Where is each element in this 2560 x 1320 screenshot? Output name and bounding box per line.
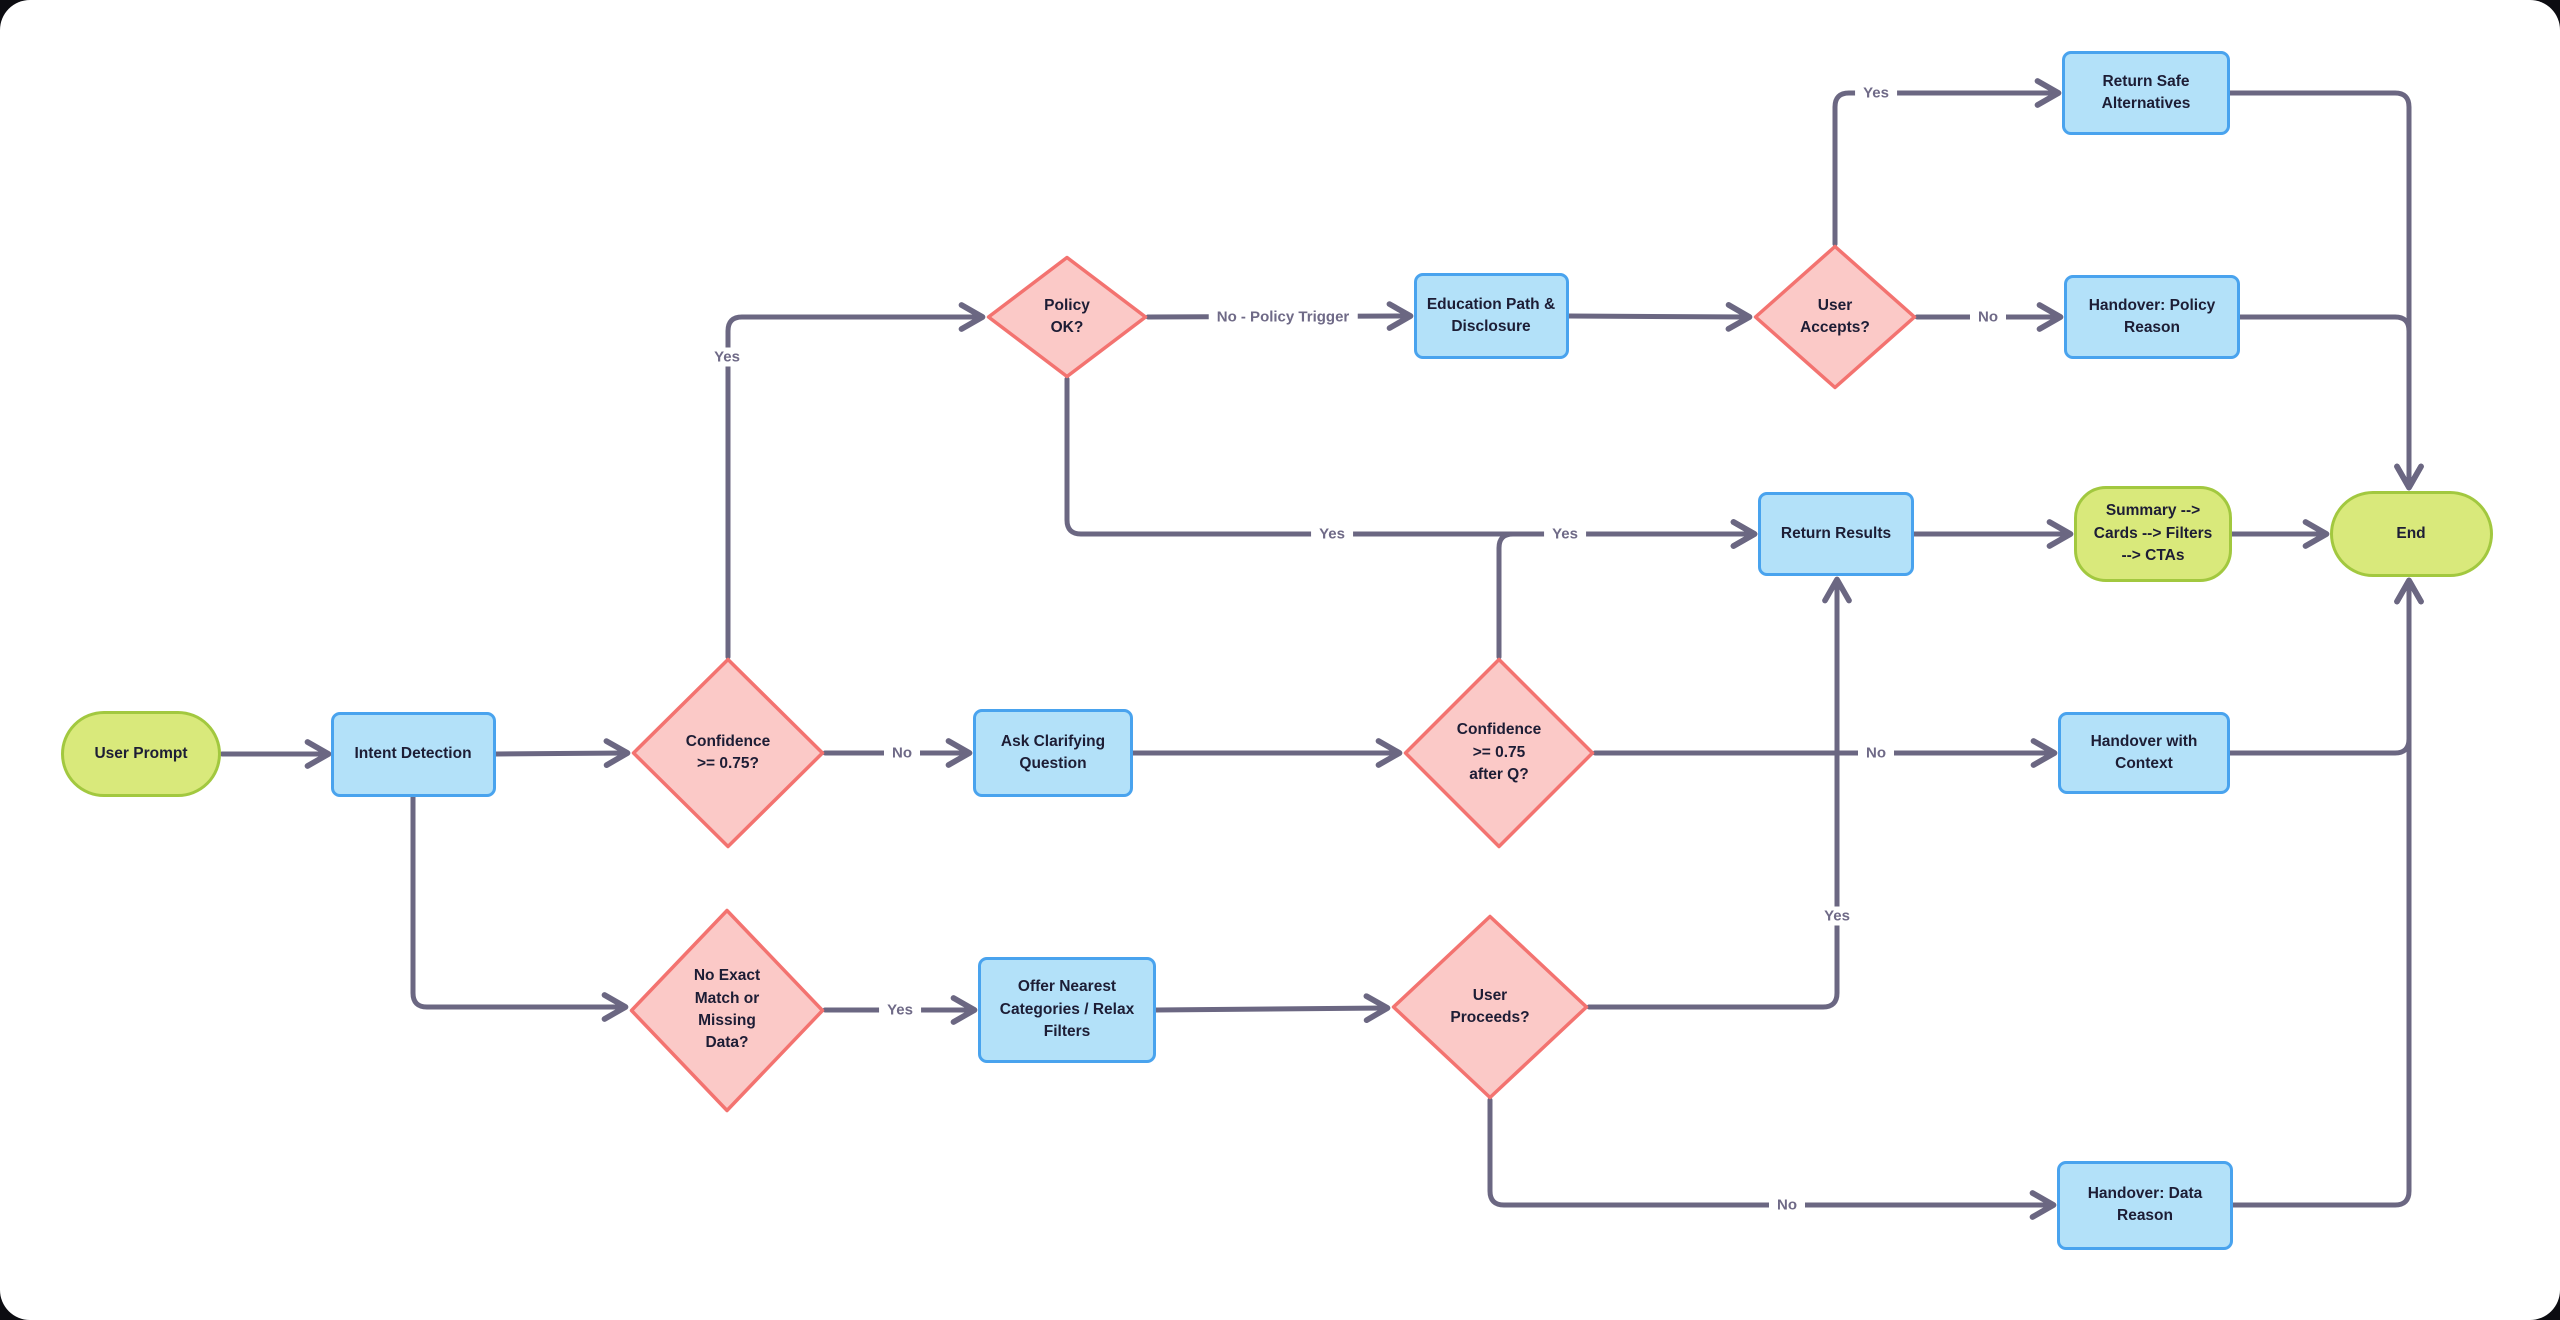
education-path-disclosure-node[interactable]: Education Path & Disclosure [1413, 273, 1569, 359]
education-path-disclosure-label: Education Path & Disclosure [1426, 295, 1556, 335]
edge-label-user-proceeds-no-to-handover-data: No [1769, 1195, 1805, 1215]
handover-with-context-node[interactable]: Handover with Context [2058, 712, 2230, 794]
edge-label-confidence-no-to-ask-clarifying: No [884, 743, 920, 763]
intent-detection-node[interactable]: Intent Detection [330, 711, 496, 797]
connector-intent-detection-to-no-exact-match [410, 794, 629, 1022]
connector-handover-context-to-end [2227, 577, 2424, 756]
intent-detection-label: Intent Detection [354, 744, 472, 762]
edge-label-user-accepts-no-to-handover-policy: No [1970, 307, 2006, 327]
confidence-075-after-q-node[interactable]: Confidence >= 0.75 after Q? [1403, 657, 1595, 849]
diamond-shape [631, 657, 825, 849]
edge-label-user-accepts-yes-to-return-safe: Yes [1855, 83, 1897, 103]
edge-label-confidence-after-q-yes-to-return-results: Yes [1544, 524, 1586, 544]
connector-return-safe-to-end [2227, 90, 2424, 491]
connector-policy-ok-yes-to-return-results [1064, 376, 1758, 549]
edge-label-confidence-after-q-no-to-handover-context: No [1858, 743, 1894, 763]
diamond-shape [1753, 244, 1917, 390]
connector-intent-detection-to-confidence [493, 738, 631, 768]
handover-with-context-label: Handover with Context [2090, 732, 2198, 772]
return-safe-alternatives-label: Return Safe Alternatives [2101, 72, 2191, 112]
user-proceeds-label: User Proceeds? [1450, 986, 1530, 1026]
user-accepts-node[interactable]: User Accepts? [1753, 244, 1917, 390]
return-results-label: Return Results [1780, 524, 1892, 542]
end-label: End [2396, 524, 2426, 542]
policy-ok-node[interactable]: Policy OK? [986, 255, 1148, 379]
user-prompt-label: User Prompt [94, 744, 188, 762]
connector-user-accepts-yes-to-return-safe [1832, 78, 2062, 247]
diamond-shape [629, 908, 825, 1112]
confidence-075-after-q-label: Confidence >= 0.75 after Q? [1456, 721, 1542, 784]
offer-nearest-categories-node[interactable]: Offer Nearest Categories / Relax Filters [978, 957, 1156, 1063]
handover-data-reason-label: Handover: Data Reason [2087, 1184, 2203, 1224]
handover-policy-reason-label: Handover: Policy Reason [2088, 296, 2216, 336]
confidence-075-node[interactable]: Confidence >= 0.75? [631, 657, 825, 849]
edge-label-user-proceeds-yes-to-return-results: Yes [1816, 906, 1858, 926]
edge-label-policy-ok-yes-to-return-results: Yes [1311, 524, 1353, 544]
handover-policy-reason-node[interactable]: Handover: Policy Reason [2064, 275, 2240, 359]
no-exact-match-label: No Exact Match or Missing Data? [693, 967, 761, 1052]
policy-ok-label: Policy OK? [1044, 296, 1090, 336]
edge-label-confidence-yes-to-policy-ok: Yes [706, 347, 748, 367]
ask-clarifying-question-node[interactable]: Ask Clarifying Question [973, 709, 1133, 797]
edge-label-policy-ok-no-to-education-path: No - Policy Trigger [1208, 307, 1358, 327]
handover-data-reason-node[interactable]: Handover: Data Reason [2057, 1160, 2233, 1250]
offer-nearest-categories-label: Offer Nearest Categories / Relax Filters [999, 978, 1135, 1041]
no-exact-match-node[interactable]: No Exact Match or Missing Data? [629, 908, 825, 1113]
connector-confidence-after-q-yes-to-return-results [1496, 519, 1758, 660]
edge-label-no-exact-yes-to-offer-nearest: Yes [879, 1000, 921, 1020]
connector-user-proceeds-no-to-handover-data [1487, 1097, 2057, 1220]
connector-confidence-yes-to-policy-ok [725, 302, 986, 660]
return-safe-alternatives-node[interactable]: Return Safe Alternatives [2062, 51, 2230, 135]
diamond-shape [986, 255, 1148, 379]
diamond-shape [1391, 914, 1589, 1100]
connector-handover-data-to-end [2230, 577, 2424, 1208]
ask-clarifying-question-label: Ask Clarifying Question [1000, 732, 1106, 772]
end-node[interactable]: End [2329, 491, 2493, 577]
summary-cards-filters-ctas-node[interactable]: Summary --> Cards --> Filters --> CTAs [2074, 486, 2232, 582]
connector-education-path-to-user-accepts [1566, 302, 1753, 332]
return-results-node[interactable]: Return Results [1758, 492, 1914, 576]
user-proceeds-node[interactable]: User Proceeds? [1391, 914, 1589, 1100]
user-accepts-label: User Accepts? [1800, 296, 1870, 336]
connector-user-proceeds-yes-to-return-results [1586, 576, 1852, 1010]
connector-handover-policy-to-end [2237, 314, 2424, 491]
connector-offer-nearest-to-user-proceeds [1153, 993, 1391, 1024]
confidence-075-label: Confidence >= 0.75? [685, 732, 771, 772]
user-prompt-node[interactable]: User Prompt [61, 711, 221, 797]
diamond-shape [1403, 657, 1595, 849]
summary-cards-filters-ctas-label: Summary --> Cards --> Filters --> CTAs [2093, 502, 2213, 565]
